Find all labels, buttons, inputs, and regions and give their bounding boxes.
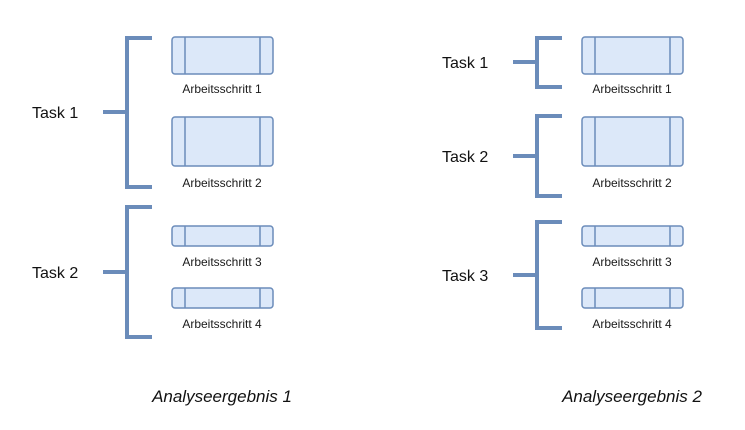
analysis-2-task-1-label: Task 1 — [442, 55, 488, 72]
analysis-1-step-3-label: Arbeitsschritt 3 — [182, 255, 262, 269]
analysis-2-task-3-label: Task 3 — [442, 268, 488, 285]
analysis-1-step-1-box — [171, 36, 274, 75]
analysis-2-step-4-label: Arbeitsschritt 4 — [592, 317, 672, 331]
analysis-1-step-2-box — [171, 116, 274, 167]
analysis-1-task-1-bracket — [103, 36, 152, 189]
analysis-2-task-3-bracket — [513, 220, 562, 330]
analysis-2-step-1-box — [581, 36, 684, 75]
analysis-1-group: Task 1 Arbeitsschritt 1 Arbeitsschritt 2… — [32, 36, 292, 406]
analysis-2-task-1-bracket — [513, 36, 562, 89]
analysis-2-step-2-box — [581, 116, 684, 167]
analysis-2-task-2-label: Task 2 — [442, 149, 488, 166]
analysis-1-step-2-label: Arbeitsschritt 2 — [182, 176, 262, 190]
analysis-1-task-1-label: Task 1 — [32, 105, 78, 122]
analysis-2-task-2-bracket — [513, 114, 562, 198]
analysis-2-caption: Analyseergebnis 2 — [561, 387, 702, 406]
analysis-2-step-4-box — [581, 287, 684, 309]
analysis-1-step-4-box — [171, 287, 274, 309]
analysis-1-task-2-bracket — [103, 205, 152, 339]
analysis-1-step-3-box — [171, 225, 274, 247]
analysis-2-step-3-box — [581, 225, 684, 247]
analysis-1-step-1-label: Arbeitsschritt 1 — [182, 82, 262, 96]
analysis-2-group: Task 1 Arbeitsschritt 1 Task 2 Arbeitssc… — [442, 36, 702, 406]
analysis-2-step-2-label: Arbeitsschritt 2 — [592, 176, 672, 190]
analysis-1-task-2-label: Task 2 — [32, 265, 78, 282]
analysis-1-step-4-label: Arbeitsschritt 4 — [182, 317, 262, 331]
analysis-2-step-1-label: Arbeitsschritt 1 — [592, 82, 672, 96]
analysis-1-caption: Analyseergebnis 1 — [151, 387, 292, 406]
analysis-2-step-3-label: Arbeitsschritt 3 — [592, 255, 672, 269]
